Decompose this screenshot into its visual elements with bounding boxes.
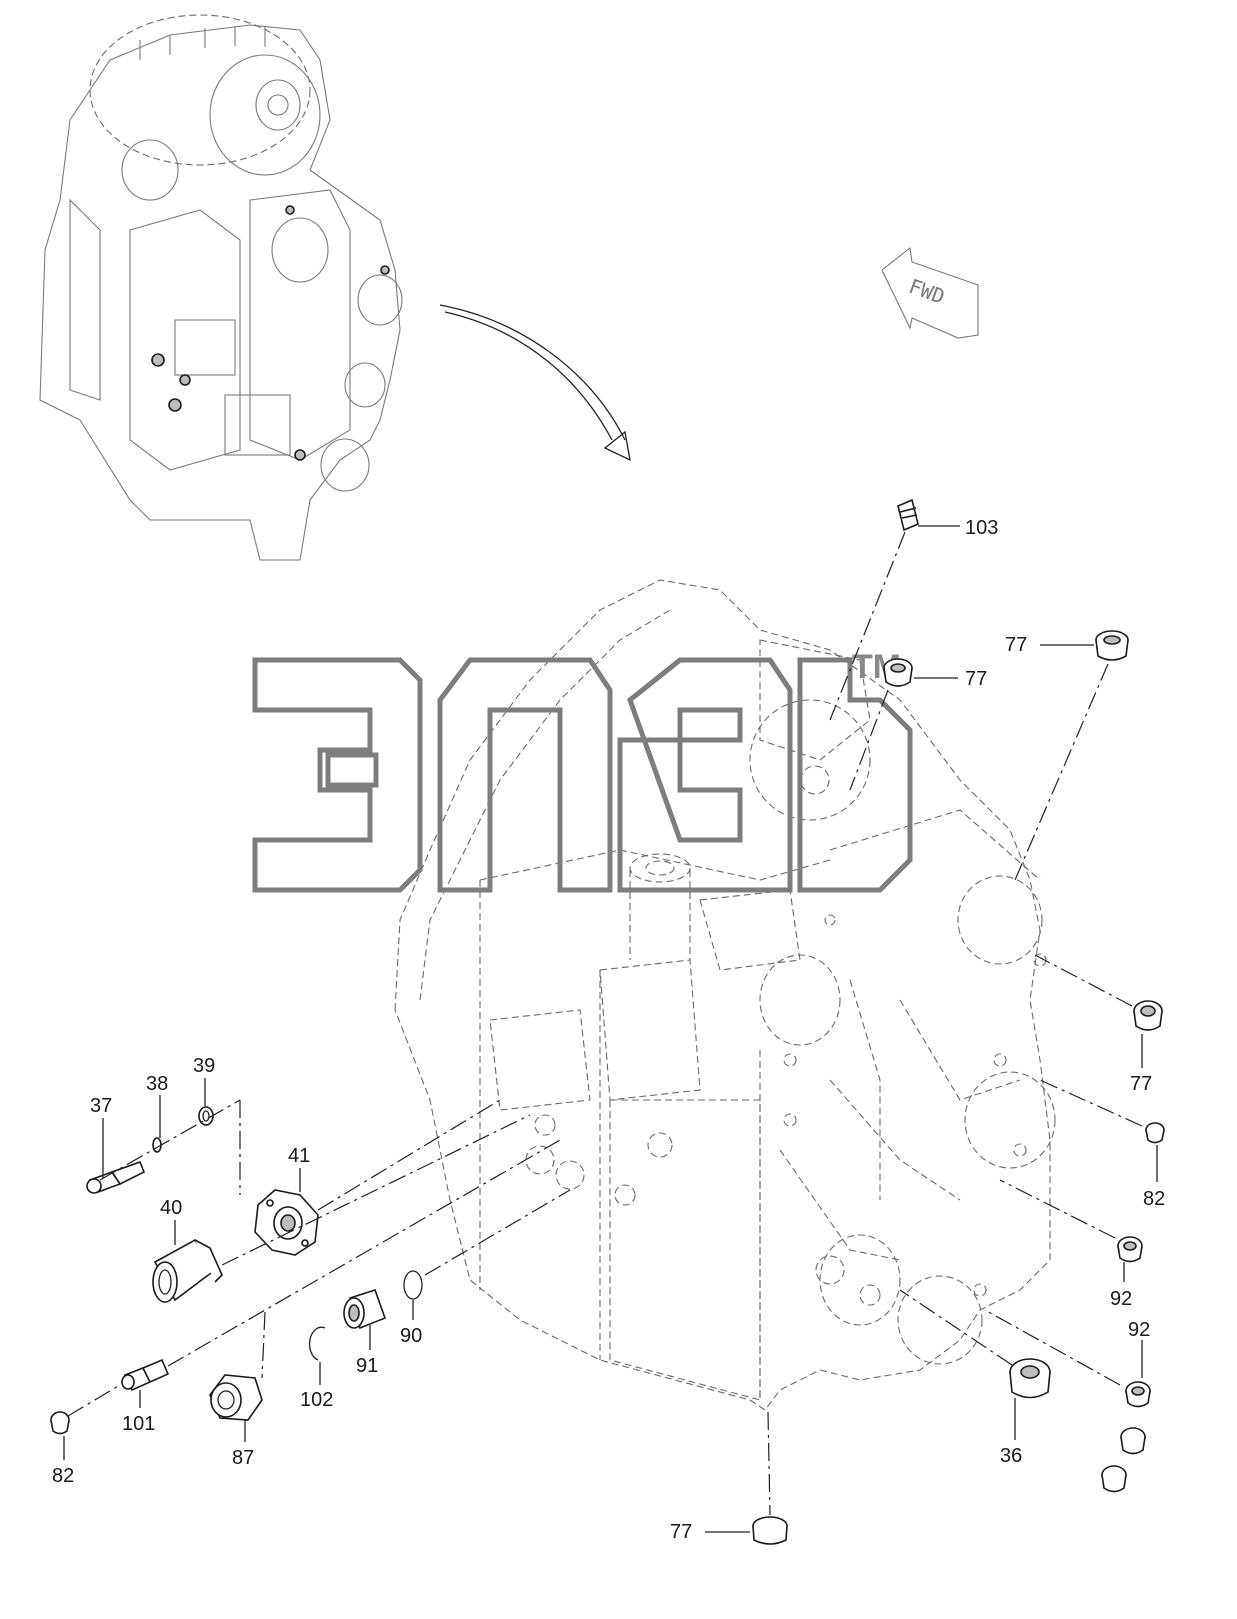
forward-direction-arrow: FWD bbox=[881, 246, 979, 339]
part-77-plug-upper bbox=[849, 658, 958, 791]
part-103-sensor bbox=[829, 498, 960, 721]
part-77-plug-mid bbox=[1034, 954, 1163, 1068]
part-41-flange bbox=[254, 1099, 501, 1256]
callout-39: 39 bbox=[193, 1055, 215, 1077]
part-40-fitting bbox=[152, 1114, 531, 1303]
callout-91: 91 bbox=[356, 1355, 378, 1377]
callout-77-right: 77 bbox=[1005, 634, 1027, 656]
part-91-piston bbox=[343, 1289, 387, 1350]
transmission-housing bbox=[394, 579, 1056, 1411]
part-39-oring bbox=[99, 1078, 241, 1195]
callout-77-upper: 77 bbox=[965, 668, 987, 690]
part-82-plug-right bbox=[1039, 1079, 1165, 1182]
callout-40: 40 bbox=[160, 1197, 182, 1219]
callout-77-mid: 77 bbox=[1130, 1073, 1152, 1095]
callout-102: 102 bbox=[300, 1389, 333, 1411]
extra-plugs bbox=[1101, 1427, 1146, 1493]
callout-38: 38 bbox=[146, 1073, 168, 1095]
callout-101: 101 bbox=[122, 1413, 155, 1435]
part-77-plug-bottom bbox=[705, 1411, 788, 1545]
part-37-bolt bbox=[86, 1118, 146, 1194]
fwd-label: FWD bbox=[906, 274, 948, 309]
part-38-washer bbox=[152, 1095, 162, 1153]
callout-90: 90 bbox=[400, 1325, 422, 1347]
part-92-plug-upper bbox=[999, 1179, 1143, 1282]
callout-41: 41 bbox=[288, 1145, 310, 1167]
overview-assembly bbox=[39, 14, 403, 561]
part-82-plug-left bbox=[50, 1384, 121, 1460]
callout-77-bottom: 77 bbox=[670, 1521, 692, 1543]
part-92-plug-lower bbox=[984, 1309, 1151, 1408]
part-36-plug bbox=[899, 1289, 1051, 1440]
part-101-bolt bbox=[121, 1139, 561, 1408]
callout-labels: 103 77 77 77 77 82 92 92 36 37 38 39 40 … bbox=[52, 517, 1165, 1543]
callout-36: 36 bbox=[1000, 1445, 1022, 1467]
callout-103: 103 bbox=[965, 517, 998, 539]
watermark-logo: TM bbox=[252, 648, 913, 893]
part-87-fitting bbox=[209, 1311, 266, 1442]
callout-87: 87 bbox=[232, 1447, 254, 1469]
part-102-snap-ring bbox=[308, 1326, 326, 1385]
callout-82-left: 82 bbox=[52, 1465, 74, 1487]
part-77-plug-right bbox=[1014, 630, 1129, 881]
callout-92-lower: 92 bbox=[1128, 1319, 1150, 1341]
callout-82-right: 82 bbox=[1143, 1188, 1165, 1210]
view-arrow bbox=[439, 304, 631, 462]
callout-37: 37 bbox=[90, 1095, 112, 1117]
part-90-oring bbox=[403, 1189, 571, 1320]
callout-92-upper: 92 bbox=[1110, 1288, 1132, 1310]
